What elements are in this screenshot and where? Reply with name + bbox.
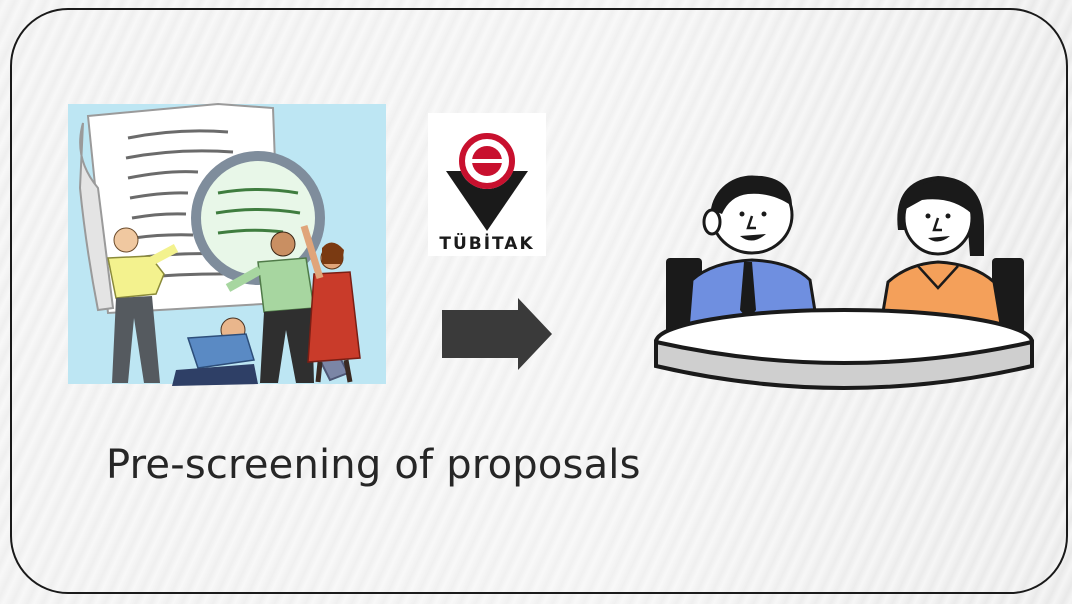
person-man: [686, 175, 825, 336]
document-curl: [78, 122, 115, 312]
person-kneeling: [172, 317, 258, 386]
person-yellow-shirt: [107, 227, 179, 383]
meeting-illustration: [654, 175, 1034, 390]
document-inspection-illustration: [68, 102, 386, 386]
rounded-frame: [10, 8, 1068, 594]
magnified-lines: [215, 188, 301, 235]
person-woman: [878, 176, 1004, 333]
right-arrow-icon: [442, 298, 552, 370]
tubitak-emblem-icon: TÜBİTAK: [439, 133, 534, 254]
logo-wordmark: TÜBİTAK: [439, 232, 534, 254]
table-edge: [654, 339, 1034, 390]
person-red-dress: [300, 224, 361, 383]
slide-caption: Pre-screening of proposals: [106, 442, 641, 488]
tubitak-logo: TÜBİTAK: [428, 113, 546, 256]
document-lines: [125, 129, 249, 280]
person-green-shirt: [225, 231, 315, 383]
